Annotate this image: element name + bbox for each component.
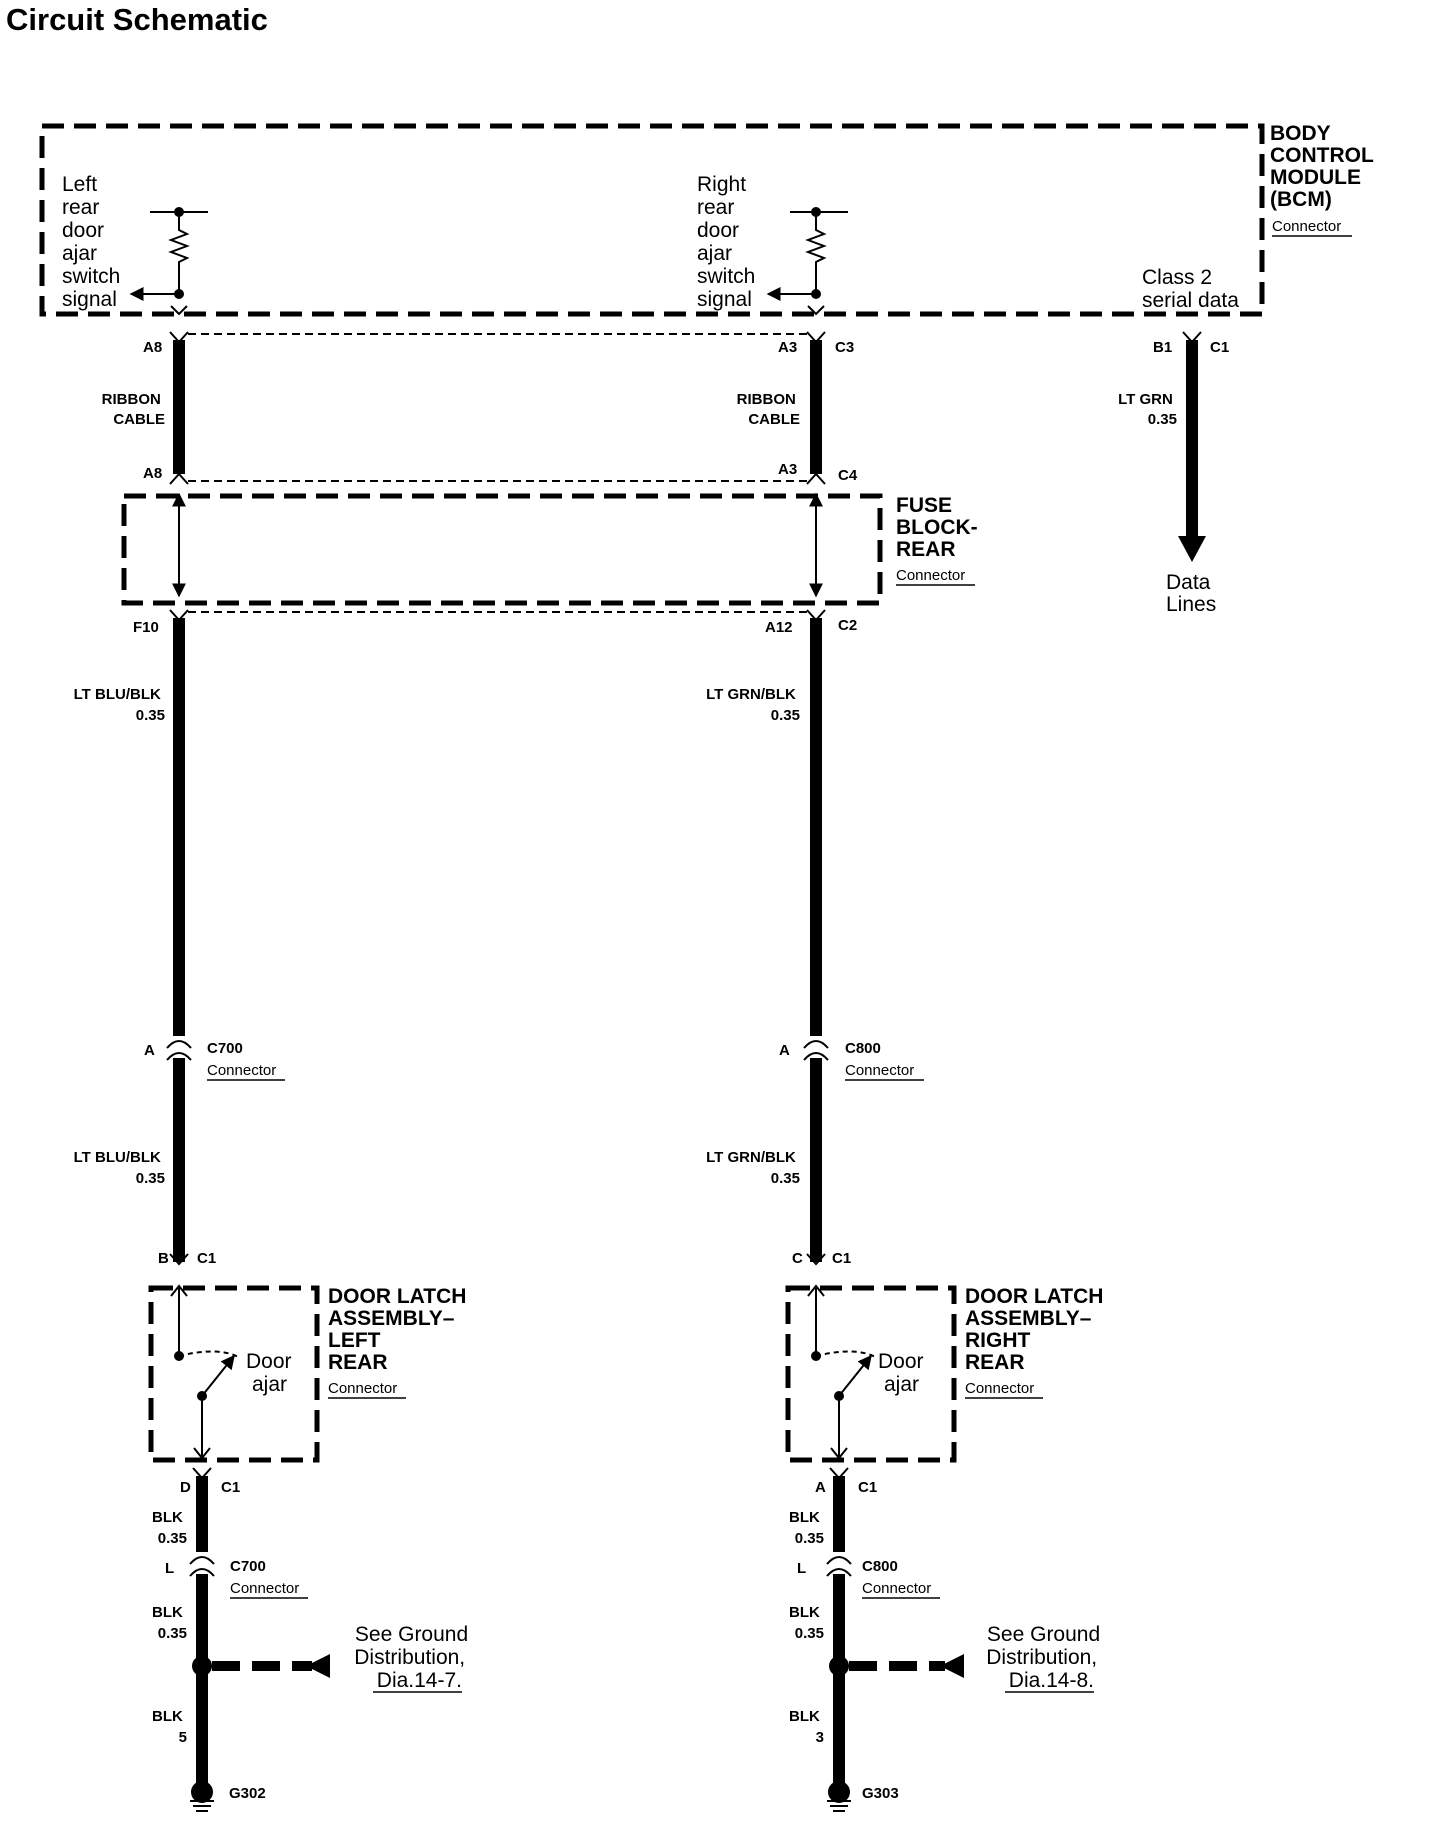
right-latch-out-pin: A (815, 1479, 826, 1496)
left-ground-inline-label: Connector (230, 1580, 299, 1597)
left-latch-connector-label: Connector (328, 1380, 397, 1397)
right-inline-pin: A (779, 1042, 790, 1059)
right-ribbon-wire (806, 331, 826, 485)
right-inline-conn-label: Connector (845, 1062, 914, 1079)
right-bcm-pin: A3 (778, 339, 797, 356)
right-main-wire (803, 609, 829, 1266)
right-wire5-label: BLK 3 (789, 1708, 824, 1746)
fuse-block-name: FUSE BLOCK- REAR (896, 494, 984, 561)
left-wire4-label: BLK 0.35 (152, 1604, 187, 1642)
left-ground-inline-conn: C700 (230, 1558, 266, 1575)
data-conn: C1 (1210, 339, 1229, 356)
left-fuse-in-pin: A8 (143, 465, 162, 482)
bcm-name: BODY CONTROL MODULE (BCM) (1270, 122, 1379, 211)
left-latch-name: DOOR LATCH ASSEMBLY– LEFT REAR (328, 1285, 472, 1374)
left-inline-pin: A (144, 1042, 155, 1059)
right-ground-inline-label: Connector (862, 1580, 931, 1597)
right-wire4-label: BLK 0.35 (789, 1604, 824, 1642)
right-latch-conn: C1 (832, 1250, 851, 1267)
right-ground-inline-pin: L (797, 1560, 806, 1577)
data-wire (1178, 331, 1206, 562)
right-ground-wire (826, 1467, 964, 1812)
right-bcm-conn: C3 (835, 339, 854, 356)
fuse-block-connector-label: Connector (896, 567, 965, 584)
left-ground-id: G302 (229, 1785, 266, 1802)
right-latch-name: DOOR LATCH ASSEMBLY– RIGHT REAR (965, 1285, 1109, 1374)
right-ground-inline-conn: C800 (862, 1558, 898, 1575)
fuse-block-box (121, 493, 883, 606)
left-latch-box (148, 1285, 320, 1463)
data-wire-label: LT GRN 0.35 (1118, 391, 1177, 428)
right-latch-in-pin: C (792, 1250, 803, 1267)
left-wire3-label: BLK 0.35 (152, 1509, 187, 1547)
left-main-wire (166, 609, 192, 1266)
page-title: Circuit Schematic (6, 2, 268, 37)
left-door-ajar-switch (170, 1284, 241, 1460)
right-fuse-out-conn: C2 (838, 617, 857, 634)
data-pin: B1 (1153, 339, 1172, 356)
bcm-box (39, 123, 1265, 317)
right-door-ajar-switch (807, 1284, 878, 1460)
left-signal-label: Left rear door ajar switch signal (62, 173, 126, 311)
right-see-ground: See Ground Distribution, Dia.14-8. (986, 1623, 1106, 1692)
right-latch-out-conn: C1 (858, 1479, 877, 1496)
right-wire3-label: BLK 0.35 (789, 1509, 824, 1547)
right-wire2-label: LT GRN/BLK 0.35 (706, 1149, 800, 1187)
right-fuse-in-conn: C4 (838, 467, 858, 484)
right-fuse-in-pin: A3 (778, 461, 797, 478)
right-ground-id: G303 (862, 1785, 899, 1802)
left-ground-wire (189, 1467, 330, 1812)
right-ribbon-label: RIBBON CABLE (737, 391, 800, 428)
right-fuse-out-pin: A12 (765, 619, 793, 636)
left-bcm-pin: A8 (143, 339, 162, 356)
right-latch-connector-label: Connector (965, 1380, 1034, 1397)
left-wire1-label: LT BLU/BLK 0.35 (74, 686, 165, 724)
left-inline-conn-label: Connector (207, 1062, 276, 1079)
left-wire2-label: LT BLU/BLK 0.35 (74, 1149, 165, 1187)
left-latch-in-pin: B (158, 1250, 169, 1267)
left-switch-label: Door ajar (246, 1350, 297, 1396)
left-ground-inline-pin: L (165, 1560, 174, 1577)
right-inline-conn: C800 (845, 1040, 881, 1057)
right-pullup-resistor (766, 207, 848, 316)
left-inline-conn: C700 (207, 1040, 243, 1057)
right-latch-box (785, 1285, 957, 1463)
right-switch-label: Door ajar (878, 1350, 929, 1396)
left-ribbon-wire (169, 331, 189, 485)
left-see-ground: See Ground Distribution, Dia.14-7. (354, 1623, 474, 1692)
left-latch-conn: C1 (197, 1250, 216, 1267)
left-wire5-label: BLK 5 (152, 1708, 187, 1746)
bcm-connector-label: Connector (1272, 218, 1341, 235)
left-ribbon-label: RIBBON CABLE (102, 391, 165, 428)
serial-data-label: Class 2 serial data (1142, 266, 1239, 312)
data-lines-label: Data Lines (1166, 571, 1216, 616)
left-pullup-resistor (129, 207, 208, 316)
left-fuse-out-pin: F10 (133, 619, 159, 636)
right-wire1-label: LT GRN/BLK 0.35 (706, 686, 800, 724)
left-latch-out-conn: C1 (221, 1479, 240, 1496)
right-signal-label: Right rear door ajar switch signal (697, 173, 761, 311)
left-latch-out-pin: D (180, 1479, 191, 1496)
